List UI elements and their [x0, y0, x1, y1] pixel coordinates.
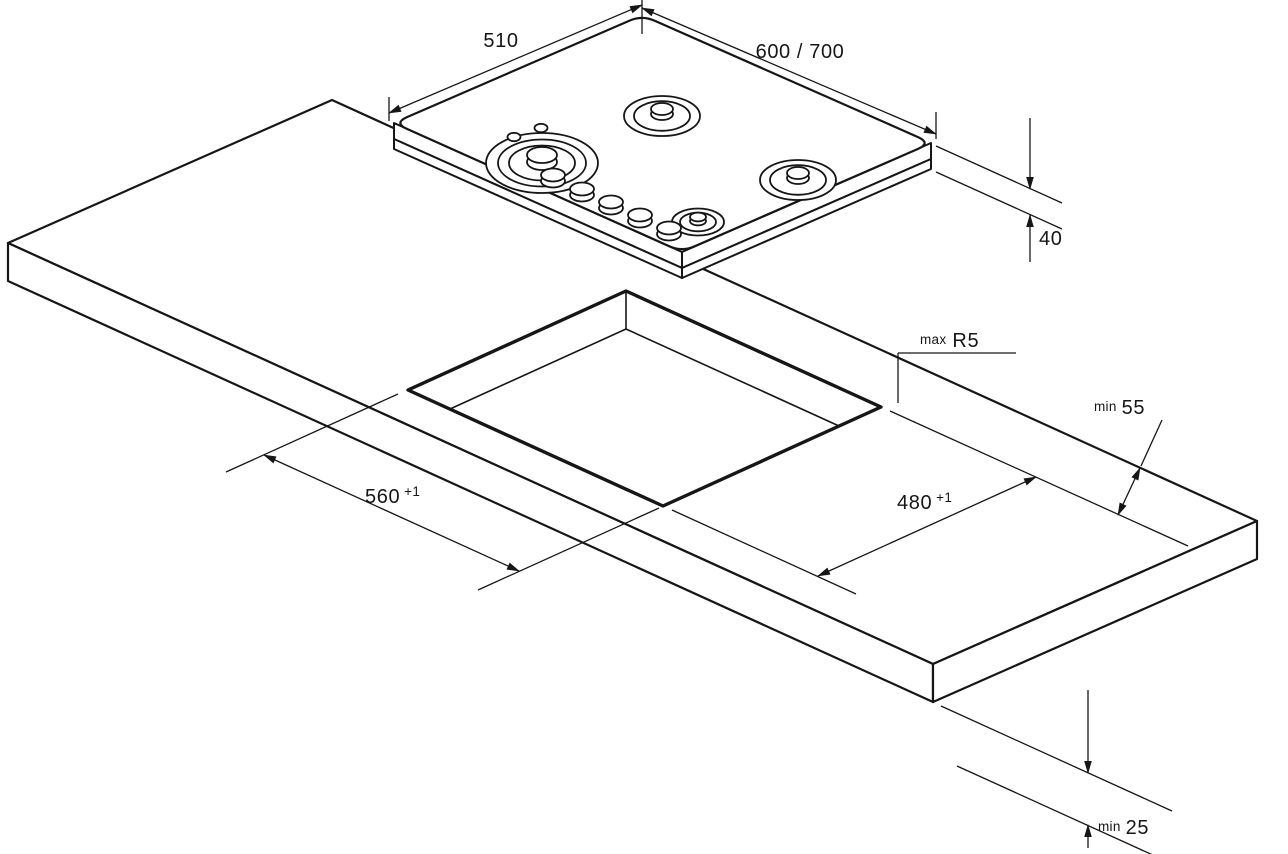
burner-rear [623, 95, 701, 137]
hob-knobs [540, 167, 682, 242]
dimension-cutout-depth: 480+1 [671, 410, 1189, 595]
burner-cap [786, 166, 810, 180]
dimension-line [388, 4, 643, 114]
knob-top [656, 220, 682, 236]
pan-support-nub [506, 131, 522, 143]
extension-line [225, 393, 399, 473]
knob-top [540, 167, 566, 183]
extension-line [671, 509, 857, 595]
hob-knob [569, 181, 595, 203]
knob-top [627, 207, 653, 223]
pan-support-nub [533, 122, 549, 134]
extension-line [477, 507, 660, 591]
burner-cap [650, 102, 674, 116]
guide-line [935, 171, 1063, 230]
dim-560-label: 560+1 [365, 484, 420, 508]
dimension-hob-width: 600 / 700 [641, 7, 937, 139]
guide-line [935, 145, 1063, 204]
worktop-right-face [931, 519, 1259, 704]
dim-510-label: 510 [483, 30, 518, 52]
dim-600-700-label: 600 / 700 [756, 41, 845, 63]
burner-cap [526, 146, 558, 164]
burner-right [759, 159, 837, 201]
cutout-opening [406, 289, 883, 508]
leader-line [1140, 419, 1163, 467]
hob-knob [627, 207, 653, 229]
dimension-line [263, 454, 520, 572]
dimension-line [1117, 467, 1141, 516]
burner-cap [689, 211, 707, 223]
extension-line [889, 410, 1189, 547]
hob-knob [540, 167, 566, 189]
extension-line [940, 705, 1173, 812]
knob-top [569, 181, 595, 197]
dimension-cutout-width: 560+1 [225, 393, 660, 591]
dimension-line [817, 476, 1037, 577]
burner-small [671, 207, 725, 237]
dim-40-label: 40 [1039, 228, 1062, 250]
hob-knob [598, 194, 624, 216]
dim-480-label: 480+1 [897, 490, 952, 514]
hob-knob [656, 220, 682, 242]
hob-flange-right [681, 158, 932, 279]
worktop-cutout [406, 289, 883, 508]
dimension-line [641, 7, 937, 135]
dimension-hob-height: 40 [935, 118, 1063, 262]
burner-large [485, 122, 599, 194]
extension-line [956, 765, 1153, 854]
knob-top [598, 194, 624, 210]
